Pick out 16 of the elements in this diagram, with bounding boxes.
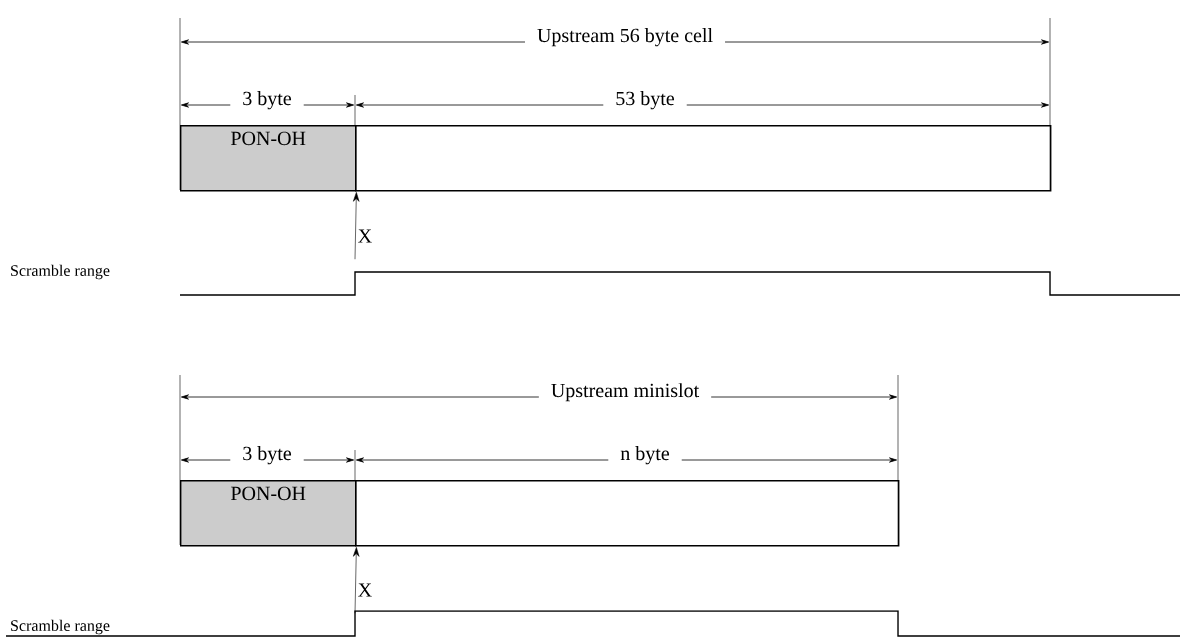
signal-label: Scramble range xyxy=(11,619,110,635)
signal-label: Scramble range xyxy=(11,264,110,280)
dimension-label: 3 byte xyxy=(230,90,304,111)
dimension-label: 53 byte xyxy=(603,90,687,111)
payload-box xyxy=(355,480,900,547)
leader-arrow xyxy=(353,192,360,260)
dimension-label: 3 byte xyxy=(230,445,304,466)
marker-label: X xyxy=(358,583,372,597)
dimension-label: n byte xyxy=(608,445,682,466)
dimension-label: Upstream 56 byte cell xyxy=(525,27,726,48)
dimension-label: Upstream minislot xyxy=(538,382,712,403)
header-box: PON-OH xyxy=(180,125,357,192)
leader-arrow xyxy=(353,547,360,614)
marker-label: X xyxy=(358,229,372,243)
header-box: PON-OH xyxy=(180,480,357,547)
payload-box xyxy=(355,125,1052,192)
